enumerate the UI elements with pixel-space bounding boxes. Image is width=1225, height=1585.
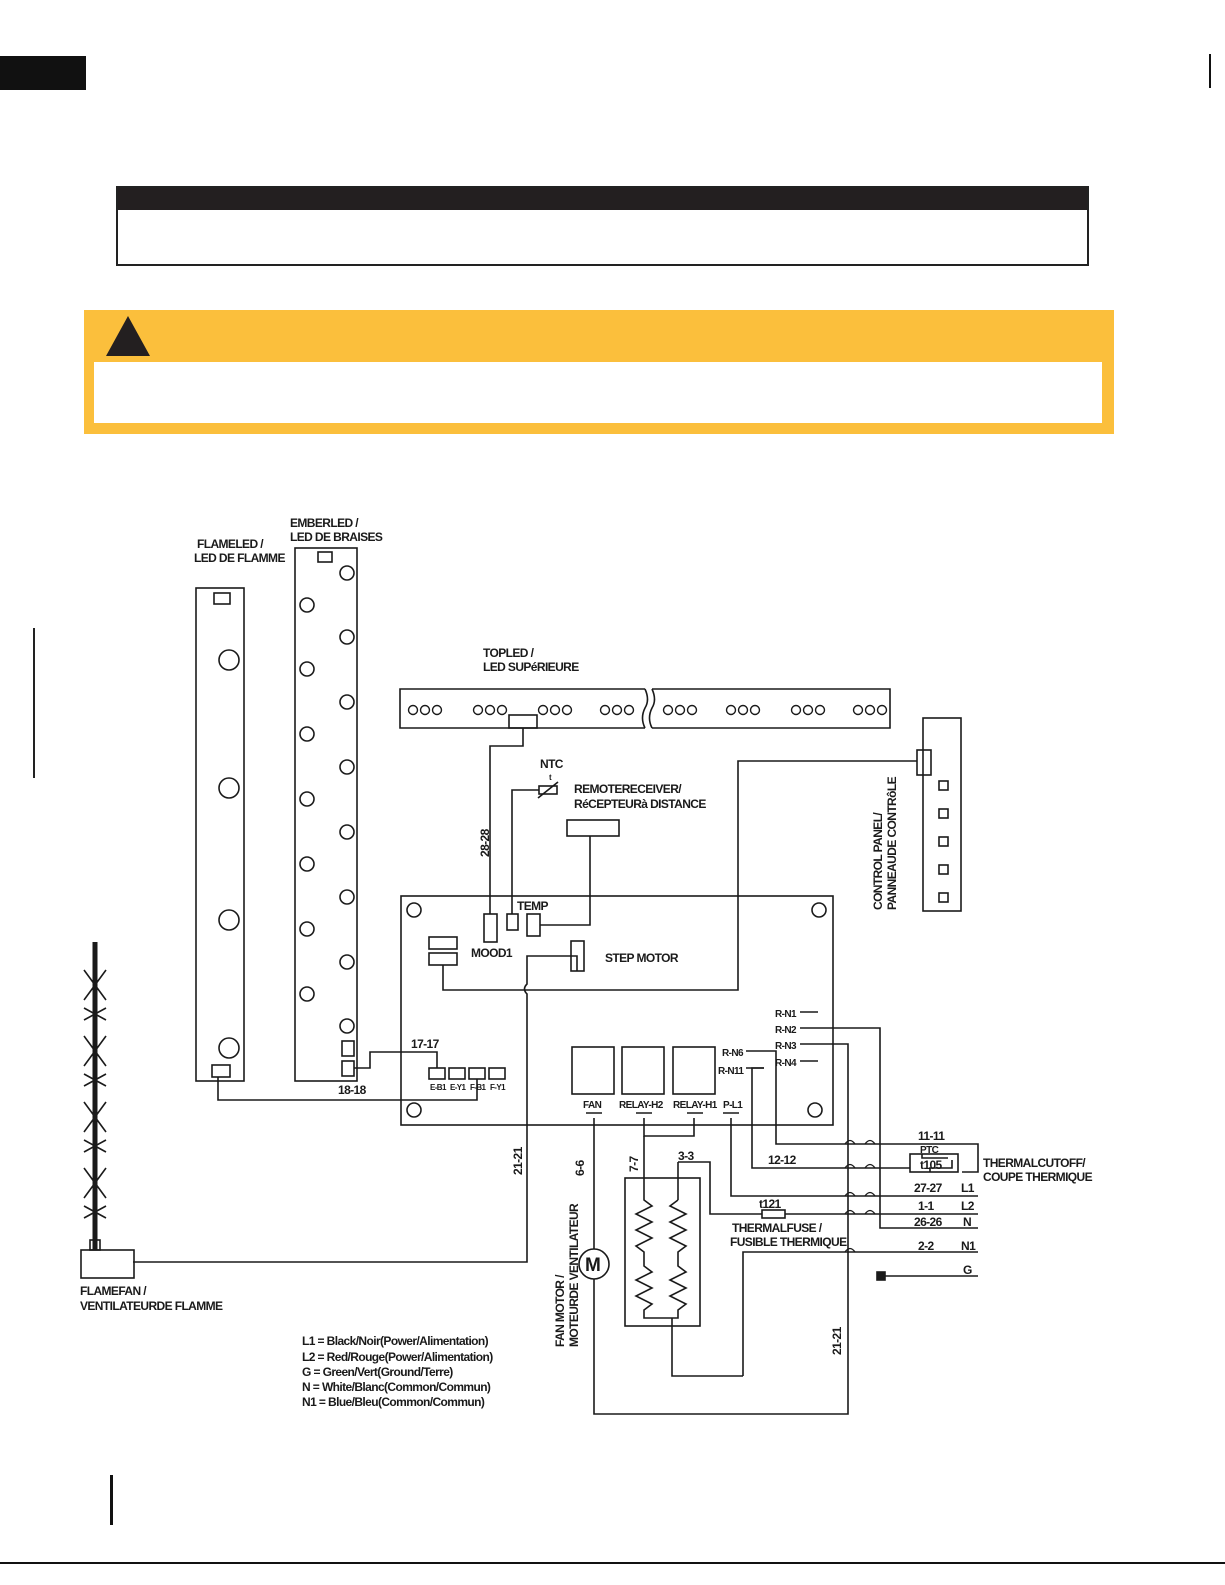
ntc-label: NTC <box>540 757 564 771</box>
remote-receiver-label-1: REMOTERECEIVER/ <box>574 782 682 796</box>
page-tab <box>0 56 86 90</box>
footer-rule <box>0 1562 1225 1564</box>
flame-fan-label-2: VENTILATEURDE FLAMME <box>80 1299 223 1313</box>
terminal-n1: N1 <box>961 1239 976 1253</box>
fan-motor-label-1: FAN MOTOR / <box>553 1274 567 1347</box>
wiring <box>133 728 979 1415</box>
thermal-cutoff-label-1: THERMALCUTOFF/ <box>983 1156 1086 1170</box>
terminal-rn6: R-N6 <box>722 1048 744 1059</box>
legend-g: G = Green/Vert(Ground/Terre) <box>302 1365 453 1379</box>
control-panel <box>916 717 962 912</box>
motor-icon <box>578 1248 610 1280</box>
top-led-strip <box>399 688 891 729</box>
warning-triangle-icon <box>106 316 150 356</box>
t121-label: t121 <box>759 1197 782 1211</box>
t105-label: t105 <box>920 1158 943 1172</box>
flame-fan-label-1: FLAMEFAN / <box>80 1284 147 1298</box>
wire-27-27: 27-27 <box>914 1181 943 1195</box>
ember-led-label-2: LED DE BRAISES <box>290 530 383 544</box>
wire-28-28: 28-28 <box>478 828 492 857</box>
relay-h1-label: RELAY-H1 <box>673 1100 718 1111</box>
wire-18-18: 18-18 <box>338 1083 367 1097</box>
remote-receiver-label-2: RéCEPTEURà DISTANCE <box>574 797 706 811</box>
terminal-fy1: F-Y1 <box>490 1083 506 1092</box>
wire-21-21-right: 21-21 <box>830 1326 844 1355</box>
terminal-rn3: R-N3 <box>775 1041 797 1052</box>
wire-2-2: 2-2 <box>918 1239 934 1253</box>
page-edge-mark <box>1209 54 1211 88</box>
wire-26-26: 26-26 <box>914 1215 943 1229</box>
control-board <box>400 895 834 1126</box>
terminal-n: N <box>963 1215 971 1229</box>
fan-motor-label-2: MOTEURDE VENTILATEUR <box>567 1203 581 1347</box>
ntc-sensor <box>537 781 559 799</box>
wire-color-legend: L1 = Black/Noir(Power/Alimentation) L2 =… <box>302 1334 494 1409</box>
thermal-fuse-label-2: FUSIBLE THERMIQUE <box>730 1235 847 1249</box>
terminal-l1: L1 <box>961 1181 975 1195</box>
legend-l2: L2 = Red/Rouge(Power/Alimentation) <box>302 1350 493 1364</box>
terminal-fb1: F-B1 <box>470 1083 487 1092</box>
terminal-eb1: E-B1 <box>430 1083 447 1092</box>
note-box <box>116 186 1089 266</box>
terminal-rn11: R-N11 <box>718 1066 744 1077</box>
remote-receiver <box>566 819 620 837</box>
legend-n1: N1 = Blue/Bleu(Common/Commun) <box>302 1395 485 1409</box>
temp-label: TEMP <box>517 899 549 913</box>
step-motor-label: STEP MOTOR <box>605 951 679 965</box>
wire-21-21-left: 21-21 <box>511 1146 525 1175</box>
thermal-fuse <box>761 1209 786 1219</box>
terminal-l2: L2 <box>961 1199 975 1213</box>
pl1-label: P-L1 <box>723 1100 743 1111</box>
ember-led-strip <box>294 547 358 1082</box>
mood-label: MOOD1 <box>471 946 513 960</box>
terminal-ey1: E-Y1 <box>450 1083 467 1092</box>
note-header-bar <box>118 188 1087 210</box>
ntc-symbol: t <box>549 773 552 782</box>
control-panel-label-2: PANNEAUDE CONTRôLE <box>885 776 899 910</box>
terminal-rn2: R-N2 <box>775 1025 797 1036</box>
legend-l1: L1 = Black/Noir(Power/Alimentation) <box>302 1334 489 1348</box>
margin-rule <box>33 628 35 778</box>
relay-h2-label: RELAY-H2 <box>619 1100 664 1111</box>
top-led-label-2: LED SUPéRIEURE <box>483 660 579 674</box>
wire-1-1: 1-1 <box>918 1199 934 1213</box>
flame-led-strip <box>195 587 245 1082</box>
wire-7-7: 7-7 <box>627 1156 641 1172</box>
thermal-cutoff-label-2: COUPE THERMIQUE <box>983 1170 1093 1184</box>
footer-bar <box>110 1475 113 1525</box>
wire-11-11: 11-11 <box>918 1129 945 1143</box>
thermal-fuse-label-1: THERMALFUSE / <box>732 1221 823 1235</box>
wire-3-3: 3-3 <box>678 1149 694 1163</box>
terminal-rn4: R-N4 <box>775 1058 797 1069</box>
flame-led-label-2: LED DE FLAMME <box>194 551 285 565</box>
wire-6-6: 6-6 <box>573 1160 587 1176</box>
heating-element-icon <box>624 1177 743 1377</box>
terminal-rn1: R-N1 <box>775 1009 797 1020</box>
wire-17-17: 17-17 <box>411 1037 440 1051</box>
control-panel-label-1: CONTROL PANEL/ <box>871 812 885 910</box>
legend-n: N = White/Blanc(Common/Commun) <box>302 1380 491 1394</box>
wire-12-12: 12-12 <box>768 1153 797 1167</box>
flame-fan <box>80 942 135 1279</box>
motor-symbol: M <box>585 1255 600 1276</box>
fan-label: FAN <box>583 1100 602 1111</box>
top-led-label-1: TOPLED / <box>483 646 535 660</box>
thermal-cutoff <box>909 1153 959 1173</box>
flame-led-label-1: FLAMELED / <box>197 537 264 551</box>
terminal-g: G <box>963 1263 972 1277</box>
ember-led-label-1: EMBERLED / <box>290 516 359 530</box>
warning-box <box>84 310 1114 434</box>
warning-body <box>94 362 1102 423</box>
ptc-label: PTC <box>920 1145 939 1156</box>
